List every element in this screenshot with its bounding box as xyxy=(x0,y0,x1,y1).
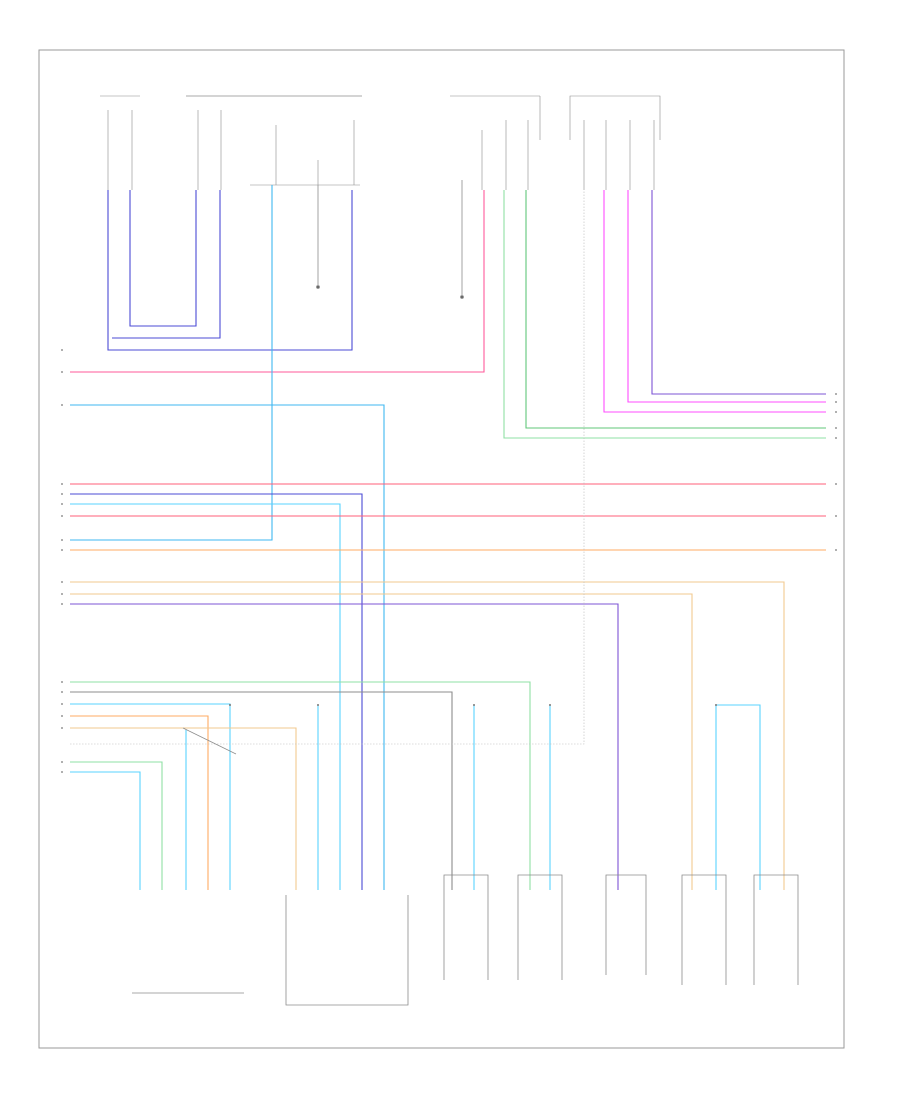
wire-orange-lower-4 xyxy=(70,715,209,890)
wire-lightblue-lower-3 xyxy=(70,703,231,890)
wire-dotted-bus xyxy=(70,190,585,745)
wire-tan-2 xyxy=(70,593,693,890)
bottom-component-2 xyxy=(285,895,409,1006)
wire-blue-inner-loop xyxy=(129,190,197,327)
diagram-frame xyxy=(38,49,845,1049)
bottom-component-7 xyxy=(753,874,799,985)
wire-magenta-right-2 xyxy=(603,190,826,413)
wire-lightgreen-lower-6 xyxy=(70,761,163,890)
splice-note-leader xyxy=(182,727,237,755)
wire-lightblue-lower-7 xyxy=(70,771,141,890)
wire-violet-right xyxy=(651,190,826,395)
wire-pink-horizontal xyxy=(70,190,485,373)
wire-tan-lower-5 xyxy=(70,727,297,890)
left-edge-terminals xyxy=(61,349,63,773)
bottom-component-5 xyxy=(605,874,647,975)
bottom-component-6 xyxy=(681,874,727,985)
top-center-module xyxy=(450,95,541,140)
wire-blue-left-loop xyxy=(107,190,353,351)
ground-stub-2 xyxy=(460,180,464,299)
bottom-terminal-marks xyxy=(229,704,717,706)
wire-gray-lower-2 xyxy=(70,691,453,890)
right-edge-terminals xyxy=(835,393,837,551)
wire-cyan-vertical xyxy=(70,185,273,541)
wire-tan-1 xyxy=(70,581,785,890)
bottom-component-4 xyxy=(517,874,563,980)
wire-violet-down xyxy=(70,603,619,890)
wire-lightblue-stub-d xyxy=(715,704,761,890)
wire-green-right-1 xyxy=(525,190,826,429)
top-connector-pins xyxy=(107,110,655,190)
wire-cyan-horizontal xyxy=(70,404,385,890)
wire-green-lower-1 xyxy=(70,681,531,890)
ground-stub-1 xyxy=(316,185,320,289)
wire-blue-inner-loop-2 xyxy=(112,190,221,339)
wire-lightgreen-right-2 xyxy=(503,190,826,439)
top-right-module xyxy=(569,95,661,140)
bottom-component-3 xyxy=(443,874,489,980)
wire-lightblue-h-3 xyxy=(70,503,341,890)
wire-magenta-right-1 xyxy=(627,190,826,403)
wire-blue-h-2 xyxy=(70,493,363,890)
